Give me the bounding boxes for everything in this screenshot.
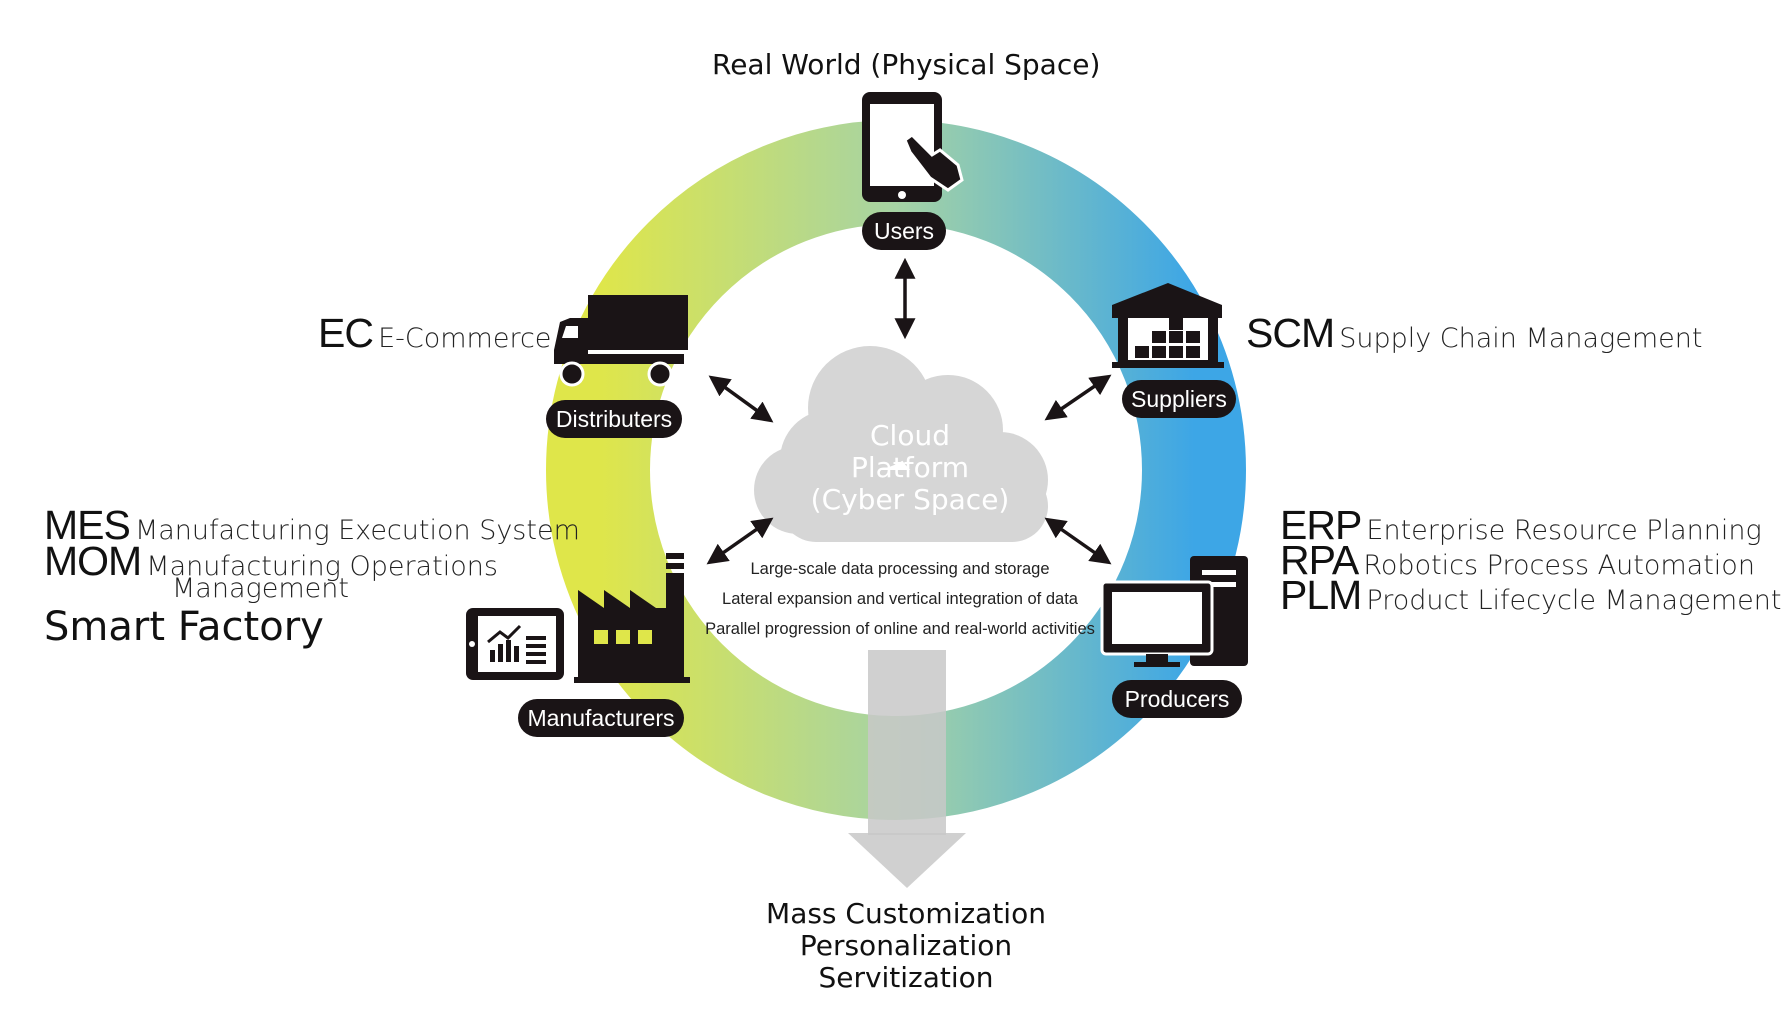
suppliers-cloud-arrow [1044,374,1112,421]
scm-desc: Supply Chain Management [1339,323,1703,354]
scm-abbr: SCM [1246,310,1335,356]
cloud-icon [754,346,1048,542]
label-mes: MES Manufacturing Execution System [44,502,580,549]
tablet-touch-icon [862,92,964,202]
plm-abbr: PLM [1280,572,1362,618]
mom-abbr: MOM [44,538,142,584]
mes-abbr: MES [44,502,131,548]
cloud-title-line-1: Cloud [870,419,950,452]
truck-icon [554,295,688,387]
warehouse-icon [1112,283,1224,368]
dashboard-tablet-icon [466,608,564,680]
manufacturers-cloud-arrow [706,517,774,565]
label-scm: SCM Supply Chain Management [1246,310,1702,357]
outcome-1: Mass Customization [766,897,1046,930]
producers-cloud-arrow [1044,517,1112,565]
cloud-feature-3: Parallel progression of online and real-… [705,620,1095,638]
computer-tower-icon [1100,556,1248,667]
ec-desc: E-Commerce [378,323,552,354]
mom-desc-1: Manufacturing Operations [146,551,498,582]
cloud-title-line-2: Platform [850,451,970,484]
label-plm: PLM Product Lifecycle Management [1280,572,1781,619]
node-distributers: Distributers [546,400,682,438]
outcome-3: Servitization [818,961,994,994]
rpa-desc: Robotics Process Automation [1363,550,1755,581]
cloud-feature-2: Lateral expansion and vertical integrati… [722,590,1078,608]
label-erp: ERP Enterprise Resource Planning [1280,502,1762,549]
factory-icon [574,553,690,683]
label-mom: MOM Manufacturing Operations [44,538,498,585]
ec-abbr: EC [318,310,374,356]
mom-desc-2: Management [172,573,349,604]
erp-abbr: ERP [1280,502,1362,548]
rpa-abbr: RPA [1280,537,1359,583]
node-suppliers: Suppliers [1122,380,1236,418]
mes-desc: Manufacturing Execution System [134,515,580,546]
node-producers: Producers [1112,680,1242,718]
label-rpa: RPA Robotics Process Automation [1280,537,1755,584]
cloud-feature-1: Large-scale data processing and storage [750,560,1050,578]
plm-desc: Product Lifecycle Management [1366,585,1782,616]
erp-desc: Enterprise Resource Planning [1366,515,1762,546]
cloud-title-line-3: (Cyber Space) [810,483,1010,516]
label-smart-factory: Smart Factory [44,604,324,650]
node-users: Users [862,212,946,250]
outcome-arrow [848,650,966,888]
node-manufacturers: Manufacturers [518,699,684,737]
distributers-cloud-arrow [708,375,774,423]
page-title: Real World (Physical Space) [712,48,1101,81]
label-ec: EC E-Commerce [318,310,551,357]
outcome-2: Personalization [799,929,1013,962]
